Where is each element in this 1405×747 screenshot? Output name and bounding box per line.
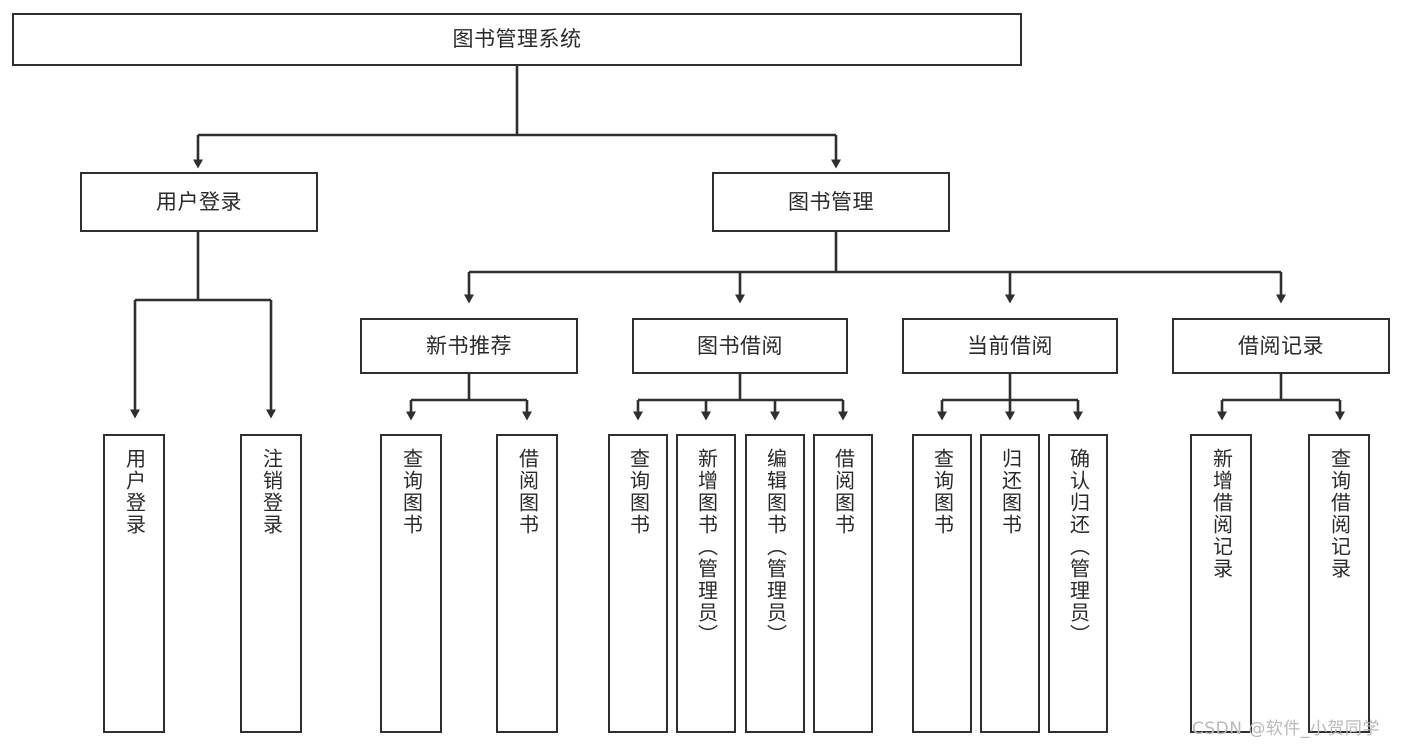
node-leaf-return-book[interactable]: 归还图书 [980, 434, 1040, 733]
node-user-login[interactable]: 用户登录 [80, 172, 318, 232]
node-leaf-query-book-2[interactable]: 查询图书 [608, 434, 668, 733]
node-leaf-add-book[interactable]: 新增图书（管理员） [676, 434, 736, 733]
node-leaf-borrow-book-1-label: 借阅图书 [515, 448, 540, 536]
node-borrow-record-label: 借阅记录 [1238, 333, 1324, 358]
node-book-borrow-label: 图书借阅 [697, 333, 783, 358]
node-book-manage-label: 图书管理 [788, 189, 874, 214]
node-leaf-user-login[interactable]: 用户登录 [103, 434, 165, 733]
node-new-book-rec[interactable]: 新书推荐 [360, 318, 578, 374]
node-leaf-query-book-1[interactable]: 查询图书 [380, 434, 442, 733]
node-current-borrow-label: 当前借阅 [967, 333, 1053, 358]
node-leaf-query-book-2-label: 查询图书 [626, 448, 651, 536]
node-leaf-query-record-label: 查询借阅记录 [1327, 448, 1352, 580]
node-leaf-return-book-label: 归还图书 [998, 448, 1023, 536]
node-borrow-record[interactable]: 借阅记录 [1172, 318, 1390, 374]
node-book-manage[interactable]: 图书管理 [712, 172, 950, 232]
node-leaf-borrow-book-2-label: 借阅图书 [831, 448, 856, 536]
node-leaf-add-book-label: 新增图书（管理员） [694, 448, 719, 646]
node-leaf-query-book-1-label: 查询图书 [399, 448, 424, 536]
node-leaf-user-logout[interactable]: 注销登录 [240, 434, 302, 733]
node-root-label: 图书管理系统 [452, 27, 582, 52]
node-root[interactable]: 图书管理系统 [12, 13, 1022, 66]
node-leaf-confirm-return[interactable]: 确认归还（管理员） [1048, 434, 1108, 733]
node-leaf-add-record[interactable]: 新增借阅记录 [1190, 434, 1252, 733]
node-leaf-confirm-return-label: 确认归还（管理员） [1066, 448, 1091, 646]
node-book-borrow[interactable]: 图书借阅 [632, 318, 848, 374]
node-leaf-query-book-3[interactable]: 查询图书 [912, 434, 972, 733]
node-leaf-query-book-3-label: 查询图书 [930, 448, 955, 536]
node-leaf-edit-book[interactable]: 编辑图书（管理员） [745, 434, 805, 733]
node-leaf-edit-book-label: 编辑图书（管理员） [763, 448, 788, 646]
node-leaf-user-login-label: 用户登录 [122, 448, 147, 536]
node-leaf-query-record[interactable]: 查询借阅记录 [1308, 434, 1370, 733]
node-leaf-add-record-label: 新增借阅记录 [1209, 448, 1234, 580]
node-new-book-rec-label: 新书推荐 [426, 333, 512, 358]
node-leaf-borrow-book-2[interactable]: 借阅图书 [813, 434, 873, 733]
node-user-login-label: 用户登录 [156, 189, 242, 214]
node-leaf-borrow-book-1[interactable]: 借阅图书 [496, 434, 558, 733]
watermark: CSDN @软件_小贺同学 [1192, 719, 1380, 739]
node-leaf-user-logout-label: 注销登录 [259, 448, 284, 536]
node-current-borrow[interactable]: 当前借阅 [902, 318, 1118, 374]
